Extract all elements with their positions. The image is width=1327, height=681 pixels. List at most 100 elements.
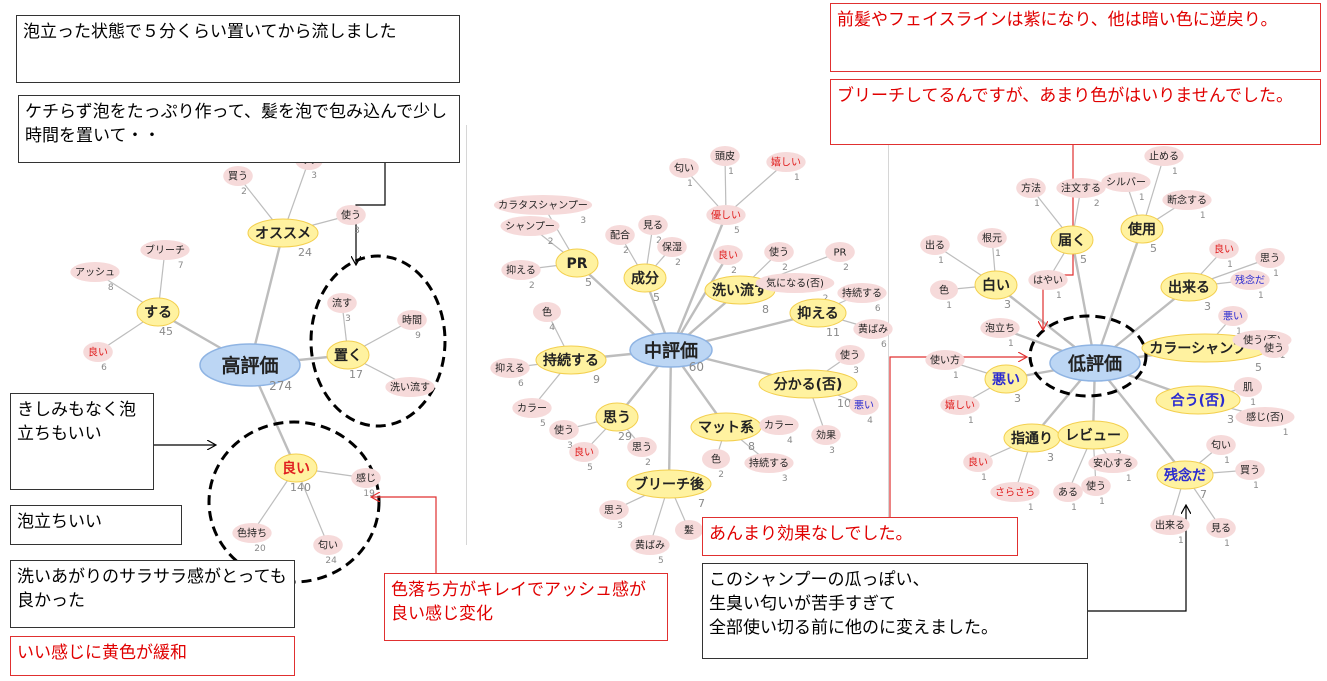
word-node-label: 黄ばみ: [635, 539, 665, 552]
word-node-count: 4: [787, 436, 793, 446]
word-node-label: 感じ: [356, 472, 376, 485]
word-node-label: 出来る: [1168, 279, 1210, 296]
word-node-label: 指通り: [1011, 430, 1053, 447]
word-node-bubble: [1234, 377, 1262, 397]
word-node: 良い6: [83, 342, 113, 373]
word-node: 肌1: [1234, 377, 1262, 408]
word-node-bubble: [1255, 248, 1285, 268]
word-node-label: 分かる(否): [774, 377, 843, 393]
word-node-bubble: [758, 369, 858, 399]
center-node-label: 中評価: [644, 340, 698, 362]
word-node-label: ブリーチ: [145, 244, 185, 257]
word-node-bubble: [627, 437, 657, 457]
word-node-label: 持続する: [543, 352, 599, 369]
word-node-bubble: [569, 442, 599, 462]
graph-edge: [725, 161, 787, 216]
word-node: 白い3: [974, 270, 1018, 311]
word-node: 使う: [1259, 338, 1289, 358]
word-node-bubble: [1156, 460, 1214, 490]
word-node: ある1: [1053, 482, 1083, 513]
word-node-label: 色: [711, 453, 721, 466]
word-node: PR5: [555, 248, 599, 289]
note-plenty-of-foam: ケチらず泡をたっぷり作って、髪を泡で包み込んで少し時間を置いて・・: [18, 95, 460, 163]
word-node: 思う2: [627, 437, 657, 468]
word-node-label: 買う: [1240, 465, 1260, 477]
word-node-bubble: [675, 520, 703, 540]
graph-edge: [667, 349, 673, 485]
word-node-label: さらさら: [995, 487, 1035, 499]
word-node-count: 2: [645, 458, 651, 468]
word-node-count: 19: [363, 489, 375, 499]
word-node-label: 洗い流す: [712, 282, 768, 299]
word-node-label: 出来る: [1155, 519, 1185, 532]
word-node-count: 1: [1139, 193, 1145, 203]
word-node-bubble: [501, 260, 541, 280]
word-node: 匂い1: [1206, 435, 1236, 466]
word-node-bubble: [555, 248, 599, 278]
word-node-bubble: [493, 195, 593, 215]
word-node-label: カラー: [764, 420, 794, 432]
word-node-bubble: [1162, 190, 1212, 210]
word-node-bubble: [1230, 270, 1270, 290]
word-node: 悪い3: [984, 364, 1028, 405]
word-node-label: 届く: [1058, 233, 1086, 249]
word-node-count: 1: [1253, 481, 1259, 491]
word-node: 成分5: [623, 263, 667, 304]
word-node-count: 3: [1004, 298, 1011, 311]
word-node-label: 抑える: [495, 363, 525, 375]
word-node-bubble: [223, 166, 253, 186]
word-node-label: 成分: [631, 270, 659, 287]
word-node-bubble: [1209, 239, 1239, 259]
word-node: 良い5: [569, 442, 599, 473]
word-node-count: 1: [1071, 503, 1077, 513]
word-node-count: 1: [1200, 211, 1206, 221]
word-node-label: 使う: [554, 424, 574, 437]
word-node-bubble: [713, 245, 743, 265]
word-node: 使う1: [1081, 476, 1111, 507]
word-node-label: 気になる(否): [766, 277, 824, 290]
note-no-squeak: きしみもなく泡立ちもいい: [10, 393, 154, 490]
word-node-label: 流す: [332, 297, 352, 310]
word-node: 時間9: [397, 310, 427, 341]
word-node-bubble: [136, 297, 180, 327]
word-node-bubble: [140, 240, 190, 260]
word-node-label: する: [144, 305, 172, 321]
word-node-count: 2: [782, 263, 788, 273]
word-node-count: 1: [687, 179, 693, 189]
word-node-count: 45: [159, 325, 173, 338]
word-node-count: 7: [1200, 488, 1207, 501]
word-node-label: マット系: [698, 419, 754, 436]
word-node-bubble: [849, 395, 879, 415]
word-node-count: 3: [829, 446, 835, 456]
word-node-label: カラーシャンプー: [1149, 341, 1260, 357]
word-node-label: はやい: [1033, 275, 1063, 287]
word-node-count: 2: [718, 470, 724, 480]
word-node-label: カラタスシャンプー: [498, 200, 588, 212]
divider-left: [466, 125, 467, 545]
word-node-count: 3: [782, 474, 788, 484]
note-purple-bangs: 前髪やフェイスラインは紫になり、他は暗い色に逆戻り。: [830, 3, 1321, 72]
word-node: 効果3: [811, 425, 841, 456]
word-node: 良い1: [1209, 239, 1239, 270]
word-node-label: 良い: [574, 446, 594, 459]
word-node-count: 1: [1028, 503, 1034, 513]
word-node: 見る1: [1206, 518, 1236, 549]
word-node-count: 2: [1094, 199, 1100, 209]
word-node: 気になる(否)2: [755, 273, 835, 304]
word-node-count: 24: [298, 246, 312, 259]
word-node-count: 6: [881, 340, 887, 350]
word-node-count: 5: [734, 226, 740, 236]
word-node: PR2: [825, 242, 855, 273]
word-node-label: 思う: [604, 505, 624, 517]
arrow-not-effective: [889, 357, 1026, 517]
word-node-count: 5: [1150, 242, 1157, 255]
